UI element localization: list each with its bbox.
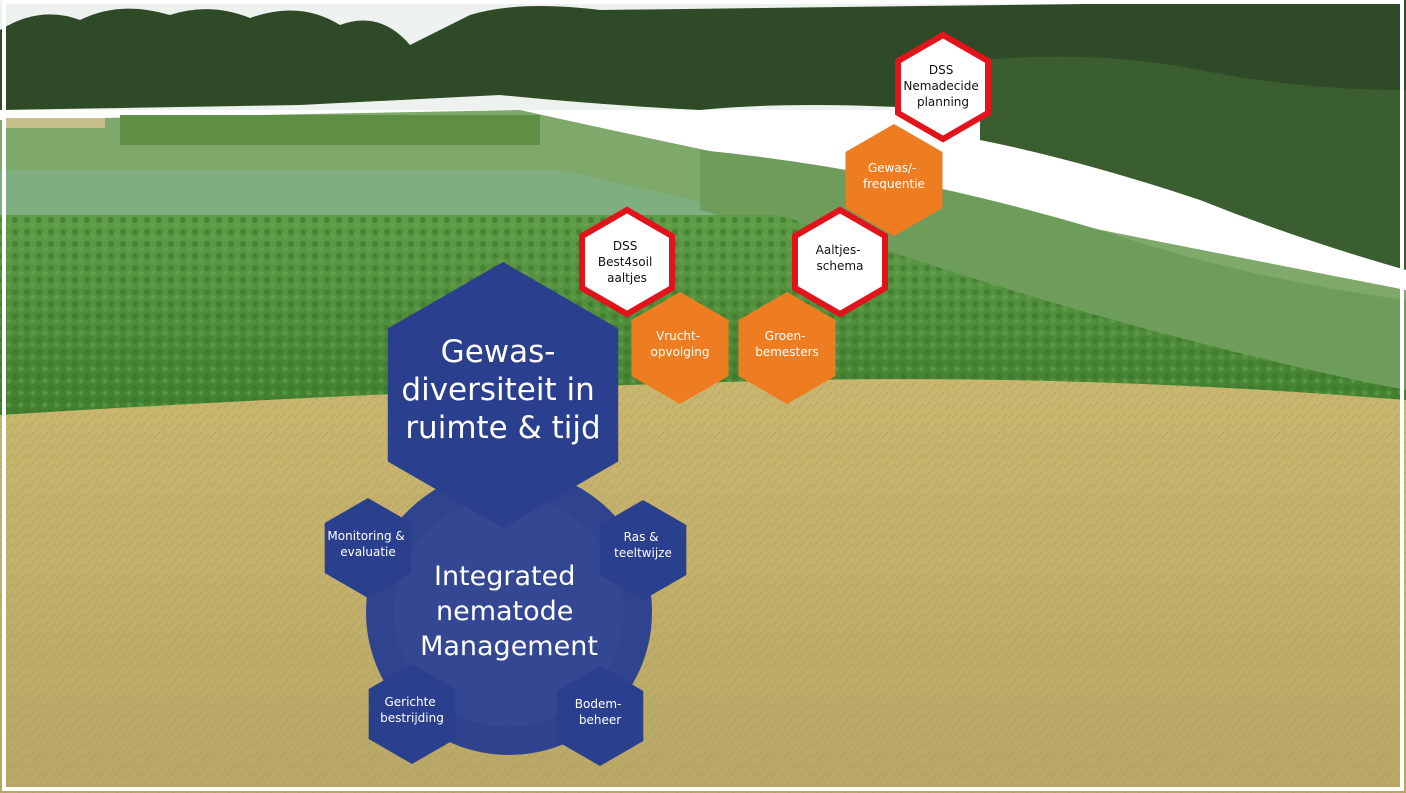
tree-line-right [980,56,1406,270]
corn-strip [120,115,540,145]
main-hex [387,262,619,528]
dss-best4soil-label: DSS Best4soil aaltjes [598,239,656,285]
center-title-line-3: Management [420,631,598,662]
aaltjes-schema-hex [792,206,888,318]
gerichte-hex [368,664,456,764]
center-title-line-1: Integrated [434,561,575,592]
ras-label: Ras & teeltwijze [614,530,672,560]
aaltjes-schema-label: Aaltjes- schema [816,243,865,273]
dss-nemadecide-hex [895,31,991,143]
ras-hex [599,500,687,600]
center-title: Integrated nematode Management [420,561,598,662]
main-hex-line-2: diversiteit in [401,372,594,408]
center-title-line-2: nematode [436,596,573,627]
central-circle-shade [394,497,624,727]
pale-strip [5,118,105,128]
gewas-freq-label: Gewas/- frequentie [863,161,925,191]
vrucht-label: Vrucht- opvolging [651,329,710,359]
monitoring-hex [324,498,412,598]
main-hex-line-3: ruimte & tijd [405,410,600,446]
dss-nemadecide-label: DSS Nemadecide planning [903,63,982,109]
monitoring-label: Monitoring & evaluatie [327,529,408,559]
main-hex-label: Gewas- diversiteit in ruimte & tijd [401,334,604,446]
bodem-hex [556,666,644,766]
gewas-freq-hex [845,124,943,236]
groen-label: Groen- bemesters [755,329,819,359]
dss-best4soil-hex [579,206,675,318]
vrucht-hex [631,292,729,404]
bodem-label: Bodem- beheer [575,697,625,727]
groen-hex [738,292,836,404]
gerichte-label: Gerichte bestrijding [380,695,444,725]
main-hex-line-1: Gewas- [441,334,556,370]
